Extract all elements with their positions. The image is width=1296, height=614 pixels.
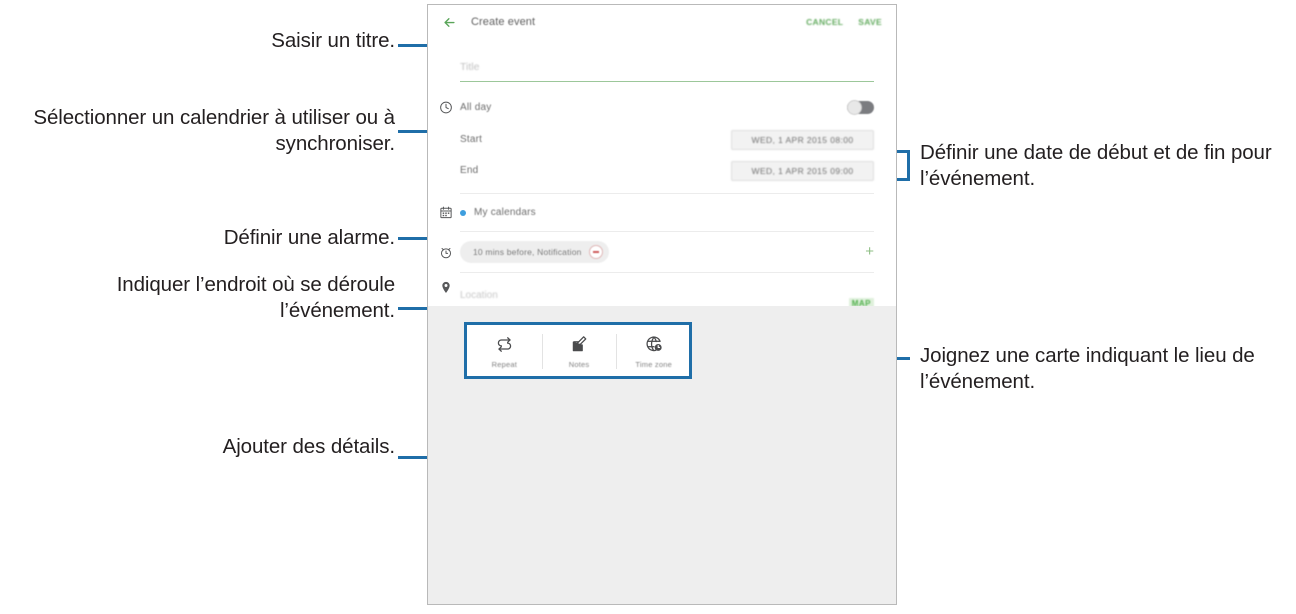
annotation-alarm-text: Définir une alarme. bbox=[223, 226, 395, 249]
annotation-alarm: Définir une alarme. bbox=[20, 225, 395, 251]
start-row[interactable]: Start WED, 1 APR 2015 08:00 bbox=[428, 124, 896, 155]
toolbar-item-timezone[interactable]: Time zone bbox=[616, 325, 691, 378]
location-pin-icon bbox=[438, 280, 453, 295]
annotation-map-text: Joignez une carte indiquant le lieu de l… bbox=[920, 344, 1255, 393]
divider bbox=[460, 272, 874, 273]
annotation-details-text: Ajouter des détails. bbox=[222, 435, 395, 458]
back-arrow-icon[interactable] bbox=[441, 14, 457, 30]
event-fields: All day Start WED, 1 APR 2015 08:00 End … bbox=[428, 90, 896, 313]
all-day-label: All day bbox=[460, 101, 492, 113]
annotation-calendar-text: Sélectionner un calendrier à utiliser ou… bbox=[33, 106, 395, 155]
end-label: End bbox=[460, 165, 479, 176]
app-header: Create event CANCEL SAVE bbox=[428, 5, 896, 39]
start-datetime-button[interactable]: WED, 1 APR 2015 08:00 bbox=[731, 129, 874, 150]
divider bbox=[460, 231, 874, 232]
annotation-title-text: Saisir un titre. bbox=[271, 29, 395, 52]
alert-row[interactable]: 10 mins before, Notification + bbox=[428, 234, 896, 270]
remove-alert-icon[interactable] bbox=[588, 245, 603, 259]
toolbar-label-repeat: Repeat bbox=[491, 359, 518, 369]
alert-chip[interactable]: 10 mins before, Notification bbox=[460, 241, 609, 263]
alert-chip-label: 10 mins before, Notification bbox=[473, 247, 582, 257]
globe-clock-icon bbox=[644, 335, 663, 354]
header-actions: CANCEL SAVE bbox=[806, 17, 882, 27]
all-day-row[interactable]: All day bbox=[428, 90, 896, 124]
bottom-toolbar: Repeat Notes bbox=[467, 325, 691, 378]
calendar-color-dot bbox=[460, 209, 466, 216]
title-placeholder: Title bbox=[460, 61, 480, 73]
calendar-icon bbox=[438, 205, 453, 220]
annotation-dates-text: Définir une date de début et de fin pour… bbox=[920, 141, 1272, 190]
clock-icon bbox=[438, 100, 453, 115]
repeat-icon bbox=[495, 335, 514, 354]
edit-note-icon bbox=[570, 335, 589, 354]
page-title: Create event bbox=[471, 16, 536, 28]
annotation-location: Indiquer l’endroit où se déroule l’événe… bbox=[8, 272, 395, 324]
toggle-knob bbox=[847, 99, 862, 115]
map-button[interactable]: MAP bbox=[848, 298, 874, 309]
end-datetime-button[interactable]: WED, 1 APR 2015 09:00 bbox=[731, 160, 874, 181]
annotation-details: Ajouter des détails. bbox=[20, 434, 395, 460]
end-row[interactable]: End WED, 1 APR 2015 09:00 bbox=[428, 155, 896, 186]
annotation-map: Joignez une carte indiquant le lieu de l… bbox=[920, 343, 1290, 395]
annotation-title: Saisir un titre. bbox=[20, 28, 395, 54]
toolbar-label-notes: Notes bbox=[568, 359, 590, 369]
leader-dates-vertical bbox=[907, 150, 910, 181]
save-button[interactable]: SAVE bbox=[858, 17, 882, 27]
divider bbox=[460, 193, 874, 194]
calendar-label: My calendars bbox=[474, 207, 536, 218]
cancel-button[interactable]: CANCEL bbox=[806, 17, 844, 27]
location-placeholder: Location bbox=[460, 290, 498, 301]
device-screenshot: Create event CANCEL SAVE Title All day bbox=[427, 4, 897, 605]
toolbar-item-notes[interactable]: Notes bbox=[541, 325, 617, 378]
start-label: Start bbox=[460, 134, 483, 145]
toolbar-label-timezone: Time zone bbox=[635, 359, 672, 369]
annotation-dates: Définir une date de début et de fin pour… bbox=[920, 140, 1290, 192]
annotation-location-text: Indiquer l’endroit où se déroule l’événe… bbox=[116, 273, 395, 322]
title-input[interactable]: Title bbox=[460, 57, 874, 82]
lower-background: Repeat Notes bbox=[428, 306, 896, 604]
annotation-calendar: Sélectionner un calendrier à utiliser ou… bbox=[20, 105, 395, 157]
all-day-toggle[interactable] bbox=[847, 99, 874, 115]
toolbar-item-repeat[interactable]: Repeat bbox=[467, 325, 542, 378]
add-alert-button[interactable]: + bbox=[865, 243, 874, 260]
calendar-row[interactable]: My calendars bbox=[428, 196, 896, 229]
alarm-icon bbox=[438, 245, 453, 260]
